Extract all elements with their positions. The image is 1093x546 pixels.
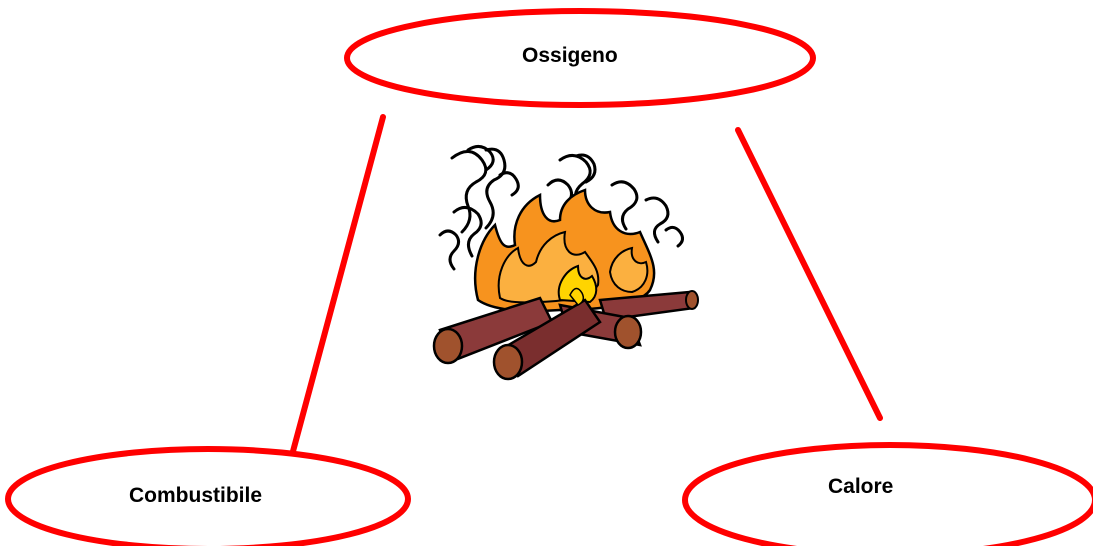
node-combustibile-label: Combustibile	[129, 484, 262, 508]
node-calore-label: Calore	[828, 475, 893, 499]
connector-ossigeno-combustibile	[292, 117, 383, 455]
node-ossigeno-label: Ossigeno	[522, 44, 618, 68]
connector-ossigeno-calore	[738, 130, 880, 418]
campfire-icon	[434, 146, 698, 379]
